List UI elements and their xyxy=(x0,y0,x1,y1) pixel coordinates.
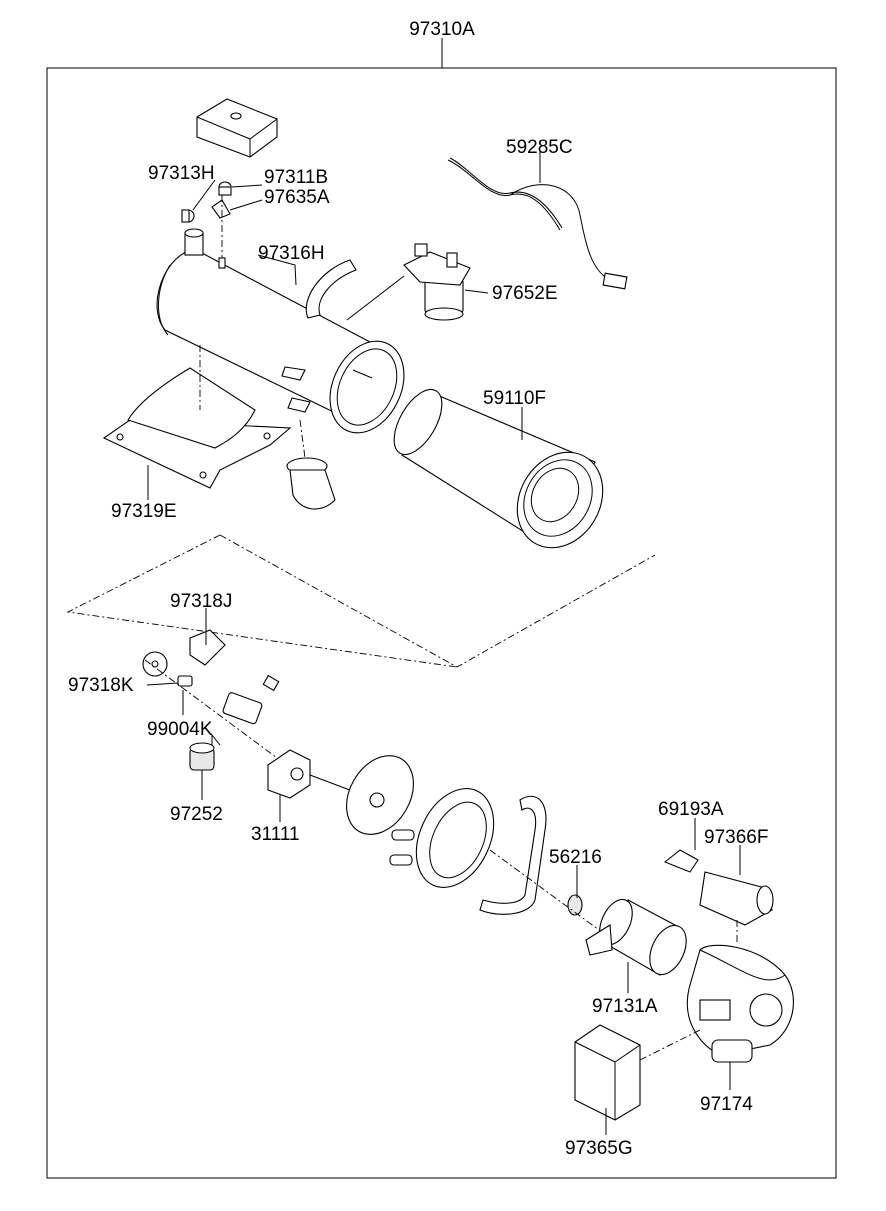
exhaust-tube xyxy=(479,795,547,915)
duct xyxy=(393,389,604,549)
label-97635a[interactable]: 97635A xyxy=(264,187,330,208)
section-boundary xyxy=(219,534,656,668)
label-97366f[interactable]: 97366F xyxy=(704,827,768,848)
label-97174[interactable]: 97174 xyxy=(700,1094,753,1115)
label-97311b[interactable]: 97311B xyxy=(264,167,328,188)
label-97318k[interactable]: 97318K xyxy=(68,675,134,696)
label-99004k[interactable]: 99004K xyxy=(147,719,213,740)
label-97319e[interactable]: 97319E xyxy=(111,501,177,522)
wire-harness xyxy=(447,157,628,290)
label-69193a[interactable]: 69193A xyxy=(658,799,724,820)
burner-disc xyxy=(346,755,414,835)
cap-fitting xyxy=(181,181,232,269)
fan-housing xyxy=(686,944,794,1063)
cover-block xyxy=(196,98,278,158)
cartridge-97366f xyxy=(663,849,774,945)
combustion-ring xyxy=(389,788,495,888)
motor-97131a xyxy=(585,898,687,976)
clip-97318j xyxy=(189,629,226,666)
fuel-tank xyxy=(156,228,405,434)
coupling-97252 xyxy=(189,742,215,771)
tank-bracket xyxy=(102,345,292,489)
fuel-pump xyxy=(346,243,471,321)
label-97313h[interactable]: 97313H xyxy=(148,163,215,184)
label-56216[interactable]: 56216 xyxy=(549,847,602,868)
label-97316h[interactable]: 97316H xyxy=(258,243,325,264)
control-box xyxy=(574,1024,701,1121)
label-97131a[interactable]: 97131A xyxy=(592,996,658,1017)
label-97318j[interactable]: 97318J xyxy=(170,591,232,612)
outlet-elbow xyxy=(286,419,336,510)
label-97365g[interactable]: 97365G xyxy=(565,1138,633,1159)
assembly-label[interactable]: 97310A xyxy=(409,19,475,40)
label-59110f[interactable]: 59110F xyxy=(483,388,546,409)
filler-hose xyxy=(305,259,357,319)
valve-assembly xyxy=(142,651,301,776)
label-31111[interactable]: 31111 xyxy=(251,824,300,845)
sensor-31111 xyxy=(267,749,356,799)
label-97652e[interactable]: 97652E xyxy=(492,283,558,304)
label-97252[interactable]: 97252 xyxy=(170,804,223,825)
label-59285c[interactable]: 59285C xyxy=(506,137,573,158)
